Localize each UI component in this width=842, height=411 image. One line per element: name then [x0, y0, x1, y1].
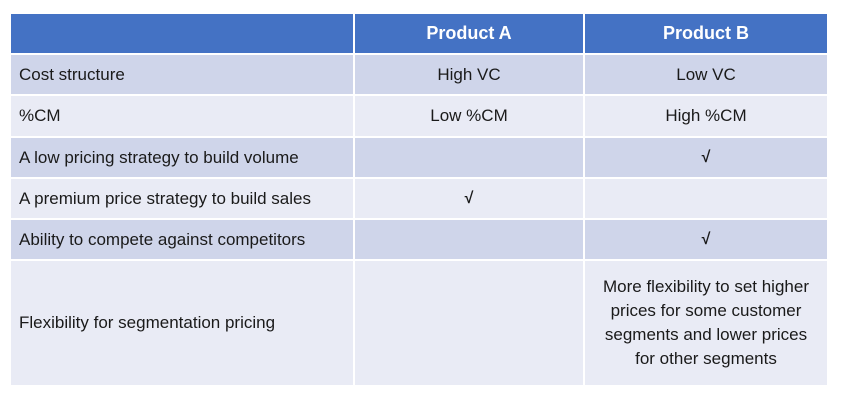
product-b-check: √	[585, 138, 827, 179]
product-b-note: More flexibility to set higher prices fo…	[585, 261, 827, 385]
product-a-value: Low %CM	[355, 96, 585, 138]
product-a-check	[355, 138, 585, 179]
product-b-check: √	[585, 220, 827, 261]
row-label: A premium price strategy to build sales	[11, 179, 355, 220]
product-b-value: High %CM	[585, 96, 827, 138]
table-row: Ability to compete against competitors √	[11, 220, 827, 261]
table-row: A low pricing strategy to build volume √	[11, 138, 827, 179]
header-row: Product A Product B	[11, 14, 827, 55]
row-label: A low pricing strategy to build volume	[11, 138, 355, 179]
table-row: Flexibility for segmentation pricing Mor…	[11, 261, 827, 385]
table-row: A premium price strategy to build sales …	[11, 179, 827, 220]
header-product-a: Product A	[355, 14, 585, 55]
row-label: Flexibility for segmentation pricing	[11, 261, 355, 385]
row-label: Ability to compete against competitors	[11, 220, 355, 261]
table-row: Cost structure High VC Low VC	[11, 55, 827, 96]
header-empty-cell	[11, 14, 355, 55]
table-row: %CM Low %CM High %CM	[11, 96, 827, 138]
row-label: Cost structure	[11, 55, 355, 96]
product-b-value: Low VC	[585, 55, 827, 96]
product-a-value	[355, 261, 585, 385]
header-product-b: Product B	[585, 14, 827, 55]
product-b-check	[585, 179, 827, 220]
product-a-value: High VC	[355, 55, 585, 96]
product-a-check	[355, 220, 585, 261]
comparison-table: Product A Product B Cost structure High …	[11, 14, 827, 385]
row-label: %CM	[11, 96, 355, 138]
product-a-check: √	[355, 179, 585, 220]
